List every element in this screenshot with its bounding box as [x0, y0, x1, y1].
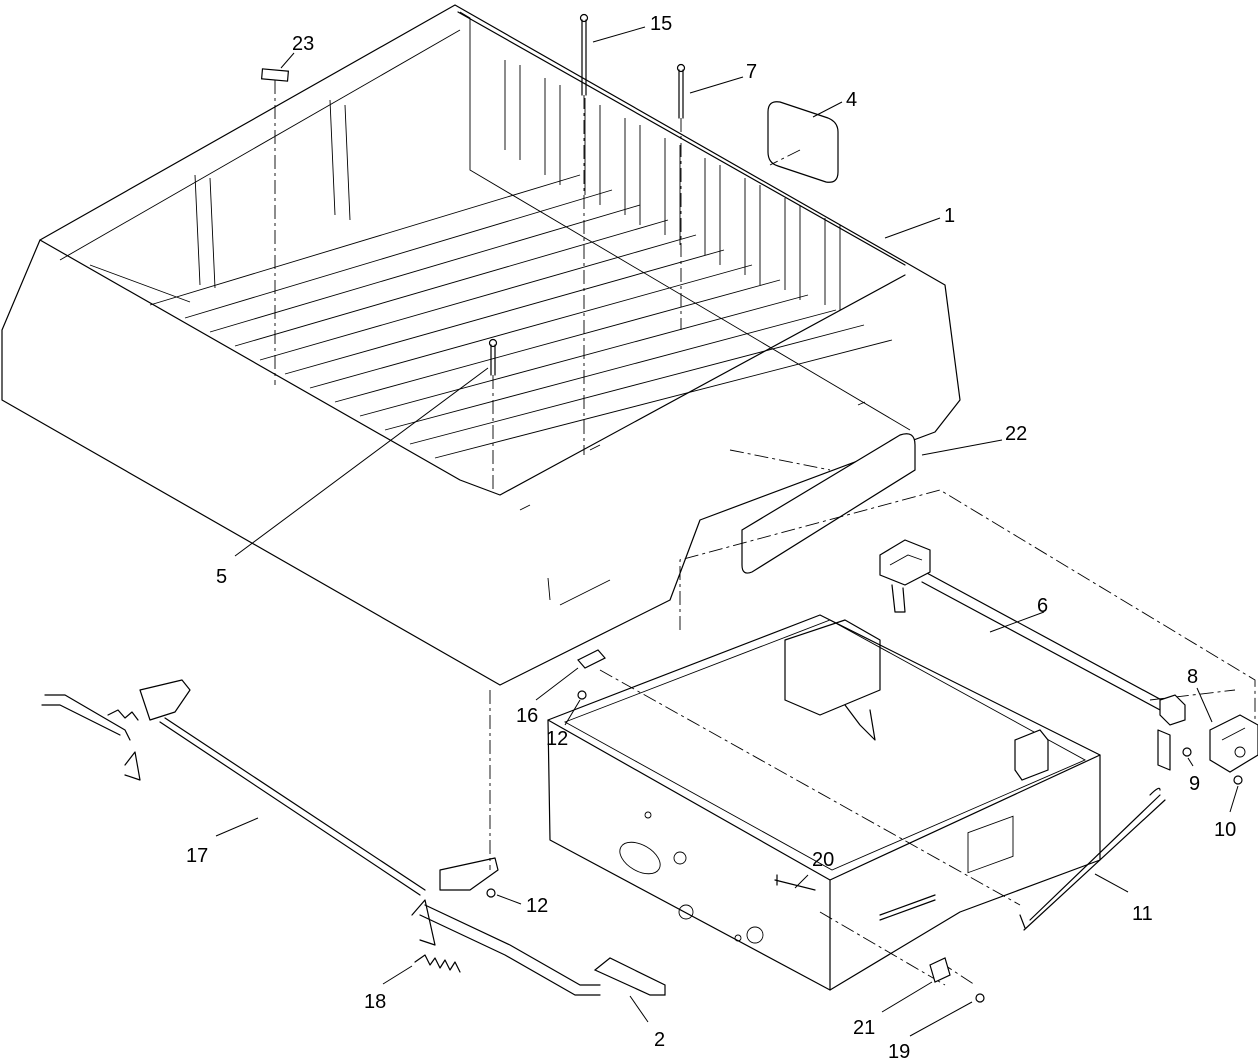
callout-1: 1: [944, 205, 955, 227]
callout-19: 20: [812, 849, 834, 871]
pin-9: [676, 63, 686, 119]
callout-12-lower: 12: [526, 895, 548, 917]
callout-20: 21: [853, 1017, 875, 1039]
callout-22: 23: [292, 33, 314, 55]
decal-23: [741, 433, 916, 574]
callout-labels: 23 15 7 4 1 22 5 6 8 16 12 9 10 17 20 12…: [186, 13, 1236, 1063]
callout-8: 9: [1189, 773, 1200, 795]
callout-10: 10: [1214, 819, 1236, 841]
bolt-8: [1182, 747, 1192, 757]
callout-11: 11: [1132, 903, 1153, 925]
callout-12-upper: 12: [546, 728, 568, 750]
leader-lines: [215, 26, 1239, 1037]
handle-2: [593, 957, 666, 996]
callout-7: 8: [1187, 666, 1198, 688]
cargo-box: [1, 4, 961, 686]
pin-5: [488, 338, 498, 376]
stud-20: [929, 957, 951, 983]
callout-9: 7: [746, 61, 757, 83]
hinge-bar-6: [879, 539, 1186, 771]
callout-2: 2: [654, 1029, 665, 1051]
latch-rod-17: [41, 679, 601, 996]
bolt-10: [1233, 775, 1243, 785]
nut-12-lower: [486, 888, 496, 898]
decal-22: [260, 68, 290, 82]
callout-4: 4: [846, 89, 857, 111]
decal-4: [767, 101, 839, 183]
callout-16: 16: [516, 705, 538, 727]
nut-12-upper: [577, 690, 587, 700]
callout-6: 6: [1037, 595, 1048, 617]
spring-18: [414, 954, 461, 973]
callout-5: 5: [216, 566, 227, 588]
callout-17: 17: [186, 845, 208, 867]
callout-23: 22: [1005, 423, 1027, 445]
bracket-16: [577, 649, 606, 669]
seat-frame: [547, 614, 1101, 991]
bolt-19: [774, 874, 816, 891]
rod-11: [1019, 787, 1166, 931]
pin-15: [579, 13, 589, 96]
callout-18: 18: [364, 991, 386, 1013]
assembly-lines: [274, 80, 1256, 986]
bracket-7: [1209, 714, 1258, 773]
nut-21: [975, 993, 985, 1003]
callout-15: 15: [650, 13, 672, 35]
handle-grip-latch: [107, 709, 139, 721]
callout-21: 19: [888, 1041, 910, 1063]
